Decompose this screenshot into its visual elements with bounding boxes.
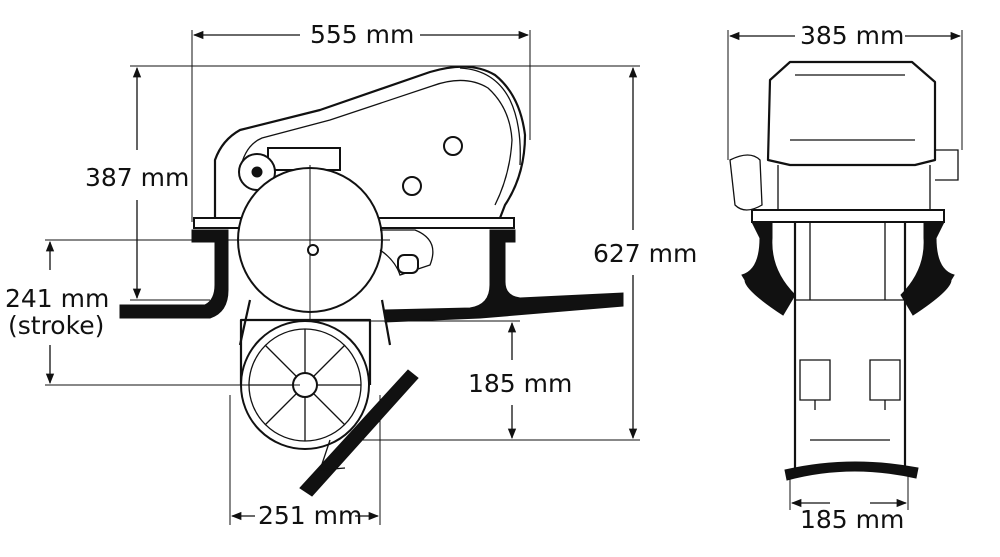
motor-housing (213, 65, 527, 219)
actuator-motor (267, 147, 341, 171)
front-view (729, 60, 959, 481)
front-hull-right (900, 221, 955, 316)
dim-stroke-caption: (stroke) (8, 311, 104, 340)
front-bottom-skid (784, 461, 919, 481)
dim-bottom-width-label: 185 mm (800, 505, 904, 534)
dim-tunnel-height-label: 185 mm (468, 369, 572, 398)
dim-height-above-hull-label: 387 mm (85, 163, 189, 192)
front-motor-box (766, 60, 937, 167)
hull-plate-right (384, 229, 624, 323)
front-hull-left (741, 221, 796, 316)
dim-total-height-label: 627 mm (593, 239, 697, 268)
dim-stroke-value-label: 241 mm (5, 284, 109, 313)
dimension-lines (45, 30, 963, 525)
hull-plate-left (119, 229, 229, 319)
dim-width-label: 385 mm (800, 21, 904, 50)
front-lower-housing (793, 222, 907, 472)
dimension-labels: 555 mm 387 mm 241 mm (stroke) 627 mm 185… (5, 20, 904, 534)
side-view (119, 65, 624, 497)
skeg-plate (299, 369, 419, 497)
front-mounting-plate (751, 209, 945, 223)
housing-hole-1 (443, 136, 463, 156)
dim-tunnel-length-label: 251 mm (258, 501, 362, 530)
housing-hole-2 (402, 176, 422, 196)
dim-length-label: 555 mm (310, 20, 414, 49)
